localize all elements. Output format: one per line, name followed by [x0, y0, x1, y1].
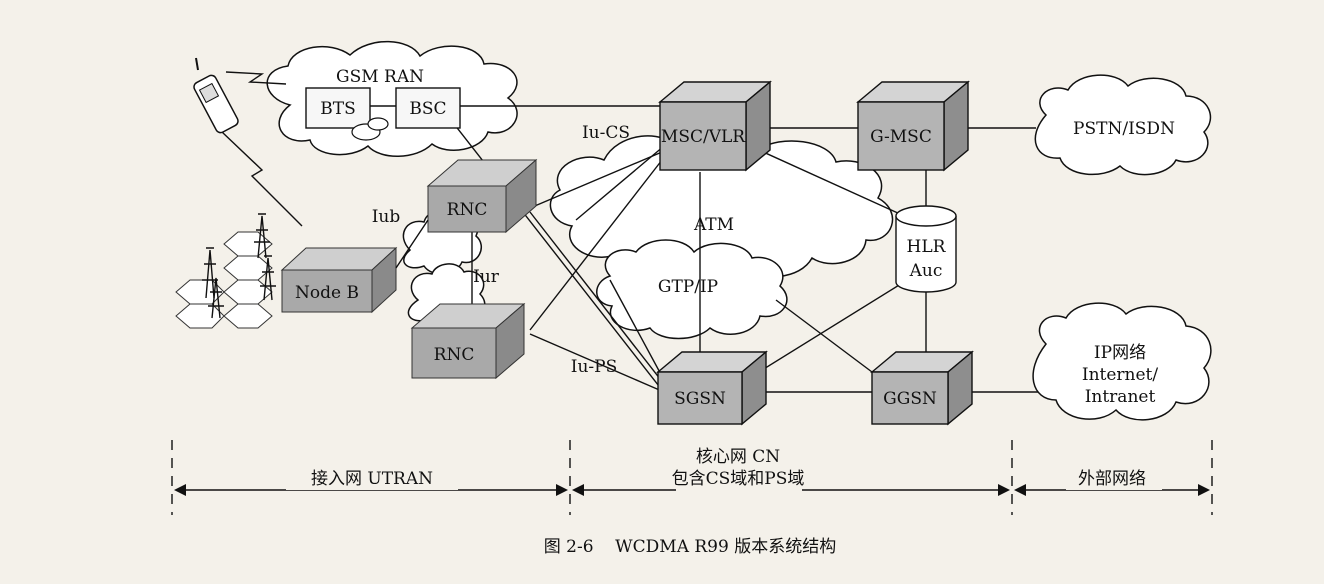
core-section-label-bg	[676, 444, 802, 494]
nodeb-rnc-link	[395, 219, 429, 269]
internet-label: Internet/	[1082, 365, 1159, 385]
figure-caption: 图 2-6 WCDMA R99 版本系统结构	[544, 537, 836, 557]
msc-hlr-link	[749, 145, 901, 215]
rnc-lower-label: RNC	[434, 345, 475, 365]
g-msc-label: G-MSC	[870, 127, 932, 147]
hlr-auc-database[interactable]: HLR Auc	[895, 205, 957, 293]
bts-label: BTS	[320, 99, 355, 119]
radio-link-bts	[225, 71, 287, 85]
auc-label: Auc	[909, 261, 943, 281]
node-b-node[interactable]: Node B	[280, 246, 398, 314]
core-section-label-1: 核心网 CN	[696, 447, 780, 467]
iu-ps-line-2	[529, 333, 665, 393]
external-section-label: 外部网络	[1078, 469, 1146, 489]
antenna-towers	[202, 213, 276, 319]
intranet-label: Intranet	[1085, 387, 1156, 407]
iu-cs-line-1	[529, 151, 663, 209]
ip-network-label: IP网络	[1094, 343, 1146, 363]
bsc-sgsn-link	[439, 105, 663, 391]
iu-cs-line-3	[575, 145, 665, 221]
rnc-upper-label: RNC	[447, 200, 488, 220]
gsm-ran-cloud	[266, 40, 518, 157]
iur-label: Iur	[473, 267, 500, 287]
ggsn-label: GGSN	[883, 389, 937, 409]
node-b-cells	[175, 231, 273, 329]
iu-cs-label: Iu-CS	[582, 123, 630, 143]
bsc-node[interactable]: BSC	[395, 87, 461, 129]
pstn-isdn-cloud	[1034, 74, 1212, 176]
external-section-label-bg	[1066, 466, 1162, 490]
hlr-sgsn-link	[745, 281, 905, 381]
ggsn-node[interactable]: GGSN	[870, 350, 974, 426]
bts-node[interactable]: BTS	[305, 87, 371, 129]
iu-ps-line-1	[529, 211, 665, 385]
gtp-ggsn-link	[775, 299, 873, 373]
radio-link-nodeb	[221, 131, 303, 227]
gsm-ran-label: GSM RAN	[336, 67, 424, 87]
core-section-label-2: 包含CS域和PS域	[672, 469, 805, 489]
g-msc-node[interactable]: G-MSC	[856, 80, 970, 172]
hlr-label: HLR	[907, 237, 947, 257]
access-section-label-bg	[286, 466, 458, 490]
gtp-ip-cloud	[596, 239, 788, 340]
iu-ps-label: Iu-PS	[571, 357, 618, 377]
sgsn-label: SGSN	[674, 389, 726, 409]
gtp-ip-label: GTP/IP	[658, 277, 718, 297]
msc-vlr-label: MSC/VLR	[661, 127, 746, 147]
bsc-label: BSC	[409, 99, 446, 119]
msc-vlr-node[interactable]: MSC/VLR	[658, 80, 772, 172]
iub-label: Iub	[372, 207, 401, 227]
access-section-label: 接入网 UTRAN	[311, 469, 433, 489]
mobile-phone	[193, 57, 239, 134]
sgsn-node[interactable]: SGSN	[656, 350, 768, 426]
ip-network-cloud	[1032, 302, 1212, 421]
iu-ps-line-3	[609, 279, 665, 381]
atm-label: ATM	[693, 215, 734, 235]
pstn-isdn-label: PSTN/ISDN	[1073, 119, 1175, 139]
node-b-label: Node B	[295, 283, 359, 303]
rnc-lower-node[interactable]: RNC	[410, 302, 526, 380]
iu-cs-line-2	[529, 159, 663, 331]
rnc-upper-node[interactable]: RNC	[426, 158, 538, 234]
connection-lines	[439, 105, 1038, 393]
